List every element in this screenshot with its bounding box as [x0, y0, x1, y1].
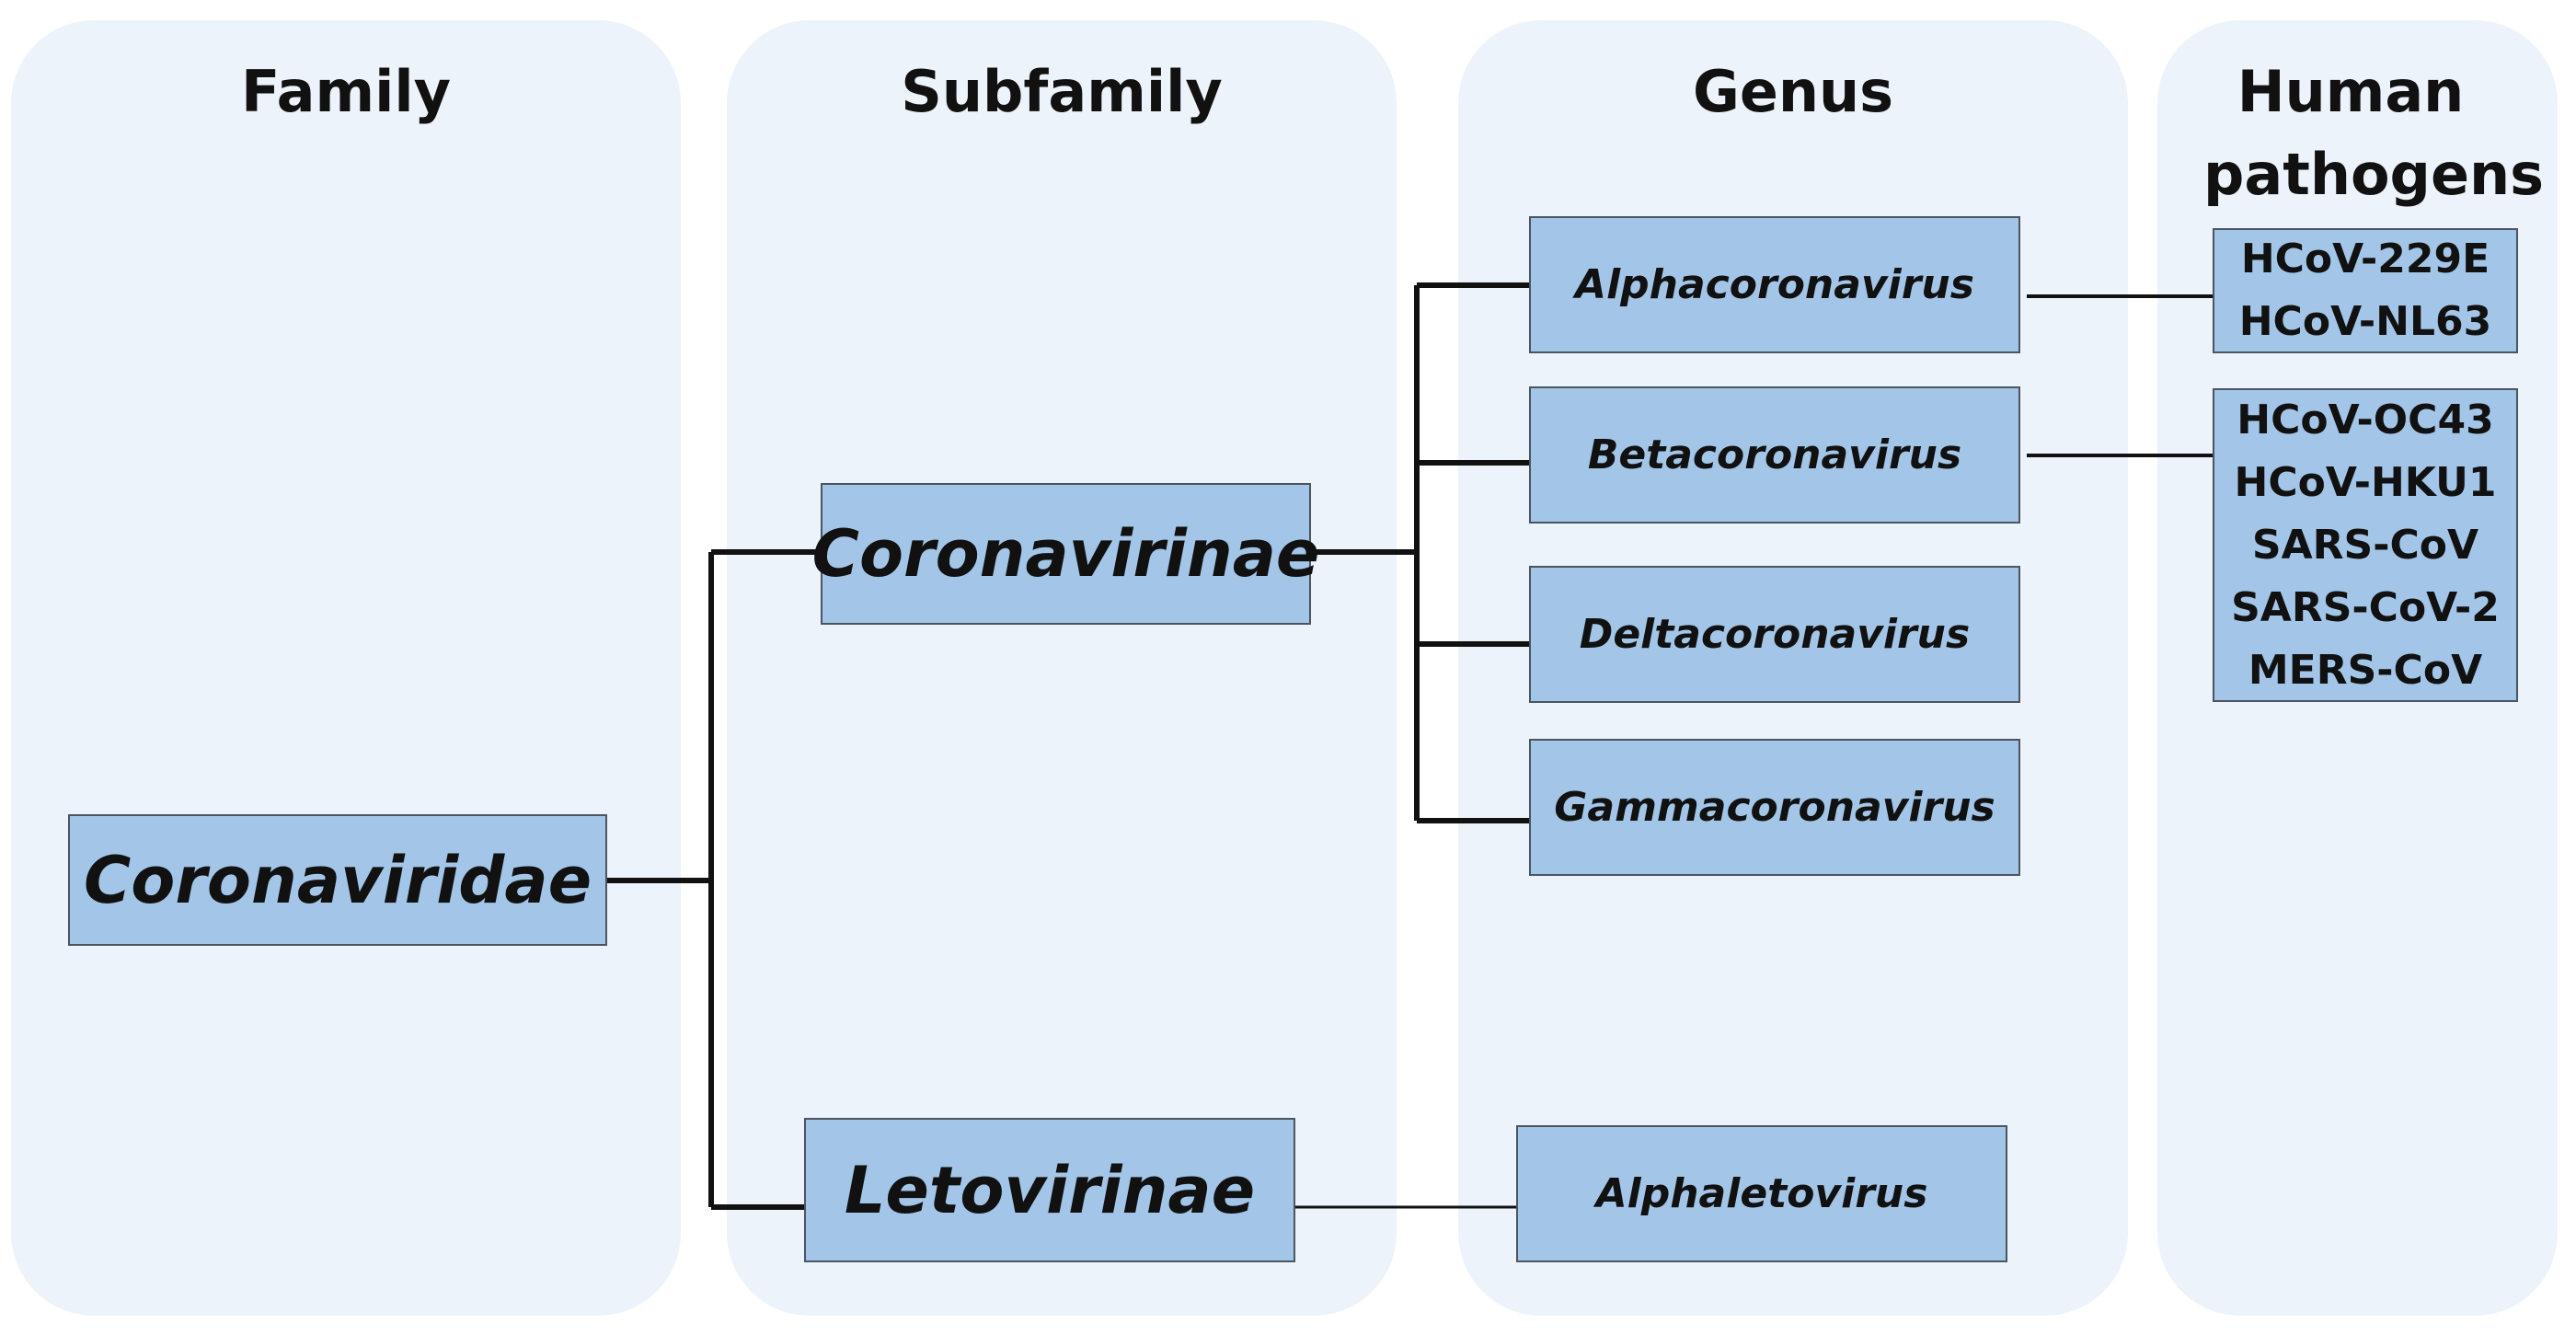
family-column-title: Family: [240, 58, 452, 125]
human-pathogens-column-title-line2: pathogens: [2202, 141, 2545, 208]
pathogen-label: MERS-CoV: [2248, 646, 2483, 694]
genus-node-alphaletovirus: Alphaletovirus: [1516, 1125, 2007, 1262]
genus-node-gammacoronavirus: Gammacoronavirus: [1529, 739, 2020, 876]
pathogen-label: HCoV-OC43: [2237, 396, 2494, 443]
family-column: [11, 20, 681, 1316]
subfamily-column: [727, 20, 1397, 1316]
genus-node-alphacoronavirus: Alphacoronavirus: [1529, 216, 2020, 353]
genus-column-title: Genus: [1692, 58, 1894, 125]
genus-node-deltacoronavirus: Deltacoronavirus: [1529, 566, 2020, 703]
pathogen-label: HCoV-NL63: [2238, 298, 2492, 345]
subfamily-node-coronavirinae: Coronavirinae: [812, 483, 1319, 625]
pathogen-box-alphacoronavirus: HCoV-229E HCoV-NL63: [2213, 228, 2518, 353]
human-pathogens-column-title-line1: Human: [2237, 58, 2465, 125]
subfamily-node-letovirinae: Letovirinae: [804, 1118, 1295, 1262]
genus-node-betacoronavirus: Betacoronavirus: [1529, 386, 2020, 524]
pathogen-label: SARS-CoV-2: [2231, 583, 2500, 631]
pathogen-label: SARS-CoV: [2251, 521, 2479, 569]
family-node-coronaviridae: Coronaviridae: [68, 814, 607, 946]
subfamily-column-title: Subfamily: [901, 58, 1223, 125]
pathogen-box-betacoronavirus: HCoV-OC43 HCoV-HKU1 SARS-CoV SARS-CoV-2 …: [2213, 388, 2518, 702]
pathogen-label: HCoV-229E: [2240, 236, 2490, 282]
pathogen-label: HCoV-HKU1: [2234, 458, 2497, 506]
